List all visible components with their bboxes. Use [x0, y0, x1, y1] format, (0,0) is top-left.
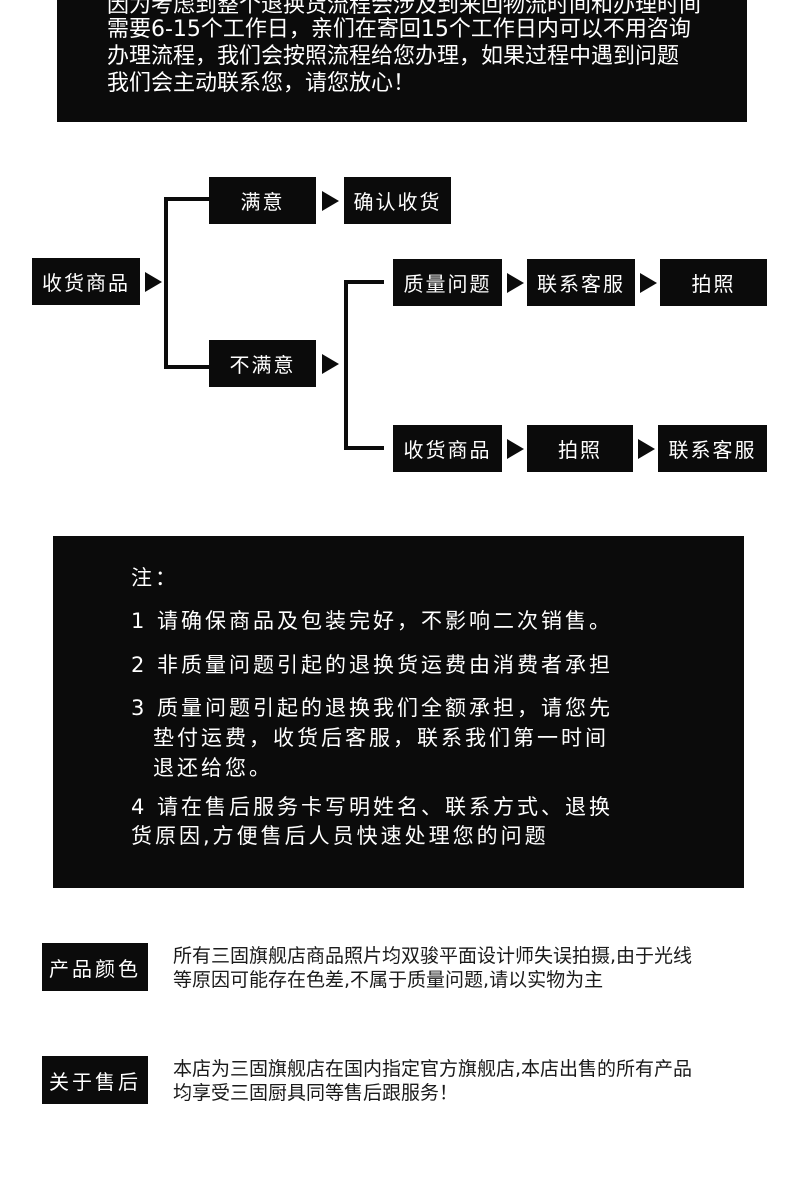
- arrow-receive-goods-return: [507, 439, 524, 459]
- node-confirm-receipt: 确认收货: [344, 177, 451, 224]
- branch-line-non-quality: [344, 446, 384, 450]
- note-item-2: 2 非质量问题引起的退换货运费由消费者承担: [131, 653, 614, 677]
- node-satisfied: 满意: [209, 177, 316, 224]
- after-sales-text-line-2: 均享受三固厨具同等售后跟服务！: [173, 1082, 459, 1104]
- node-unsatisfied: 不满意: [209, 340, 316, 387]
- branch-line-quality: [344, 280, 384, 284]
- after-sales-text-line-1: 本店为三固旗舰店在国内指定官方旗舰店,本店出售的所有产品: [173, 1058, 693, 1080]
- note-item-3-line-3: 退还给您。: [153, 756, 273, 780]
- branch-line-satisfied: [164, 197, 209, 201]
- node-quality-issue: 质量问题: [393, 259, 502, 306]
- product-color-label: 产品颜色: [42, 943, 148, 991]
- note-item-3-line-2: 垫付运费，收货后客服，联系我们第一时间: [153, 726, 609, 750]
- note-item-1: 1 请确保商品及包装完好，不影响二次销售。: [131, 609, 614, 633]
- arrow-photo-2: [638, 439, 655, 459]
- product-color-text-line-2: 等原因可能存在色差,不属于质量问题,请以实物为主: [173, 969, 604, 991]
- node-photo-2: 拍照: [527, 425, 633, 472]
- top-notice-line-3: 办理流程，我们会按照流程给您办理，如果过程中遇到问题: [107, 44, 680, 69]
- branch-line-unsatisfied: [164, 365, 209, 369]
- branch-line-main: [164, 197, 168, 369]
- note-item-4-line-1: 4 请在售后服务卡写明姓名、联系方式、退换: [131, 795, 614, 819]
- return-flow-diagram: 收货商品 满意 确认收货 不满意 质量问题 联系客服 拍照 收货商品 拍照 联系…: [0, 160, 800, 500]
- arrow-satisfied: [322, 191, 339, 211]
- arrow-contact-service-1: [640, 273, 657, 293]
- node-root-receive-goods: 收货商品: [32, 258, 140, 305]
- node-receive-goods-return: 收货商品: [393, 425, 502, 472]
- arrow-quality-issue: [507, 273, 524, 293]
- note-item-3-line-1: 3 质量问题引起的退换我们全额承担，请您先: [131, 696, 614, 720]
- note-item-4-line-2: 货原因,方便售后人员快速处理您的问题: [131, 824, 549, 848]
- notes-panel: 注： 1 请确保商品及包装完好，不影响二次销售。 2 非质量问题引起的退换货运费…: [53, 536, 744, 888]
- node-contact-service-2: 联系客服: [658, 425, 767, 472]
- top-notice-line-1: 因为考虑到整个退换货流程会涉及到来回物流时间和办理时间: [107, 0, 702, 18]
- arrow-unsatisfied: [322, 354, 339, 374]
- notes-title: 注：: [131, 566, 179, 590]
- node-contact-service-1: 联系客服: [527, 259, 635, 306]
- top-notice-line-2: 需要6-15个工作日，亲们在寄回15个工作日内可以不用咨询: [107, 17, 691, 42]
- top-notice-panel: 因为考虑到整个退换货流程会涉及到来回物流时间和办理时间 需要6-15个工作日，亲…: [57, 0, 747, 122]
- top-notice-line-4: 我们会主动联系您，请您放心！: [107, 71, 416, 96]
- arrow-root: [145, 272, 162, 292]
- after-sales-label: 关于售后: [42, 1056, 148, 1104]
- node-photo-1: 拍照: [660, 259, 767, 306]
- product-color-text-line-1: 所有三固旗舰店商品照片均双骏平面设计师失误拍摄,由于光线: [173, 945, 693, 967]
- branch-line-sub: [344, 280, 348, 450]
